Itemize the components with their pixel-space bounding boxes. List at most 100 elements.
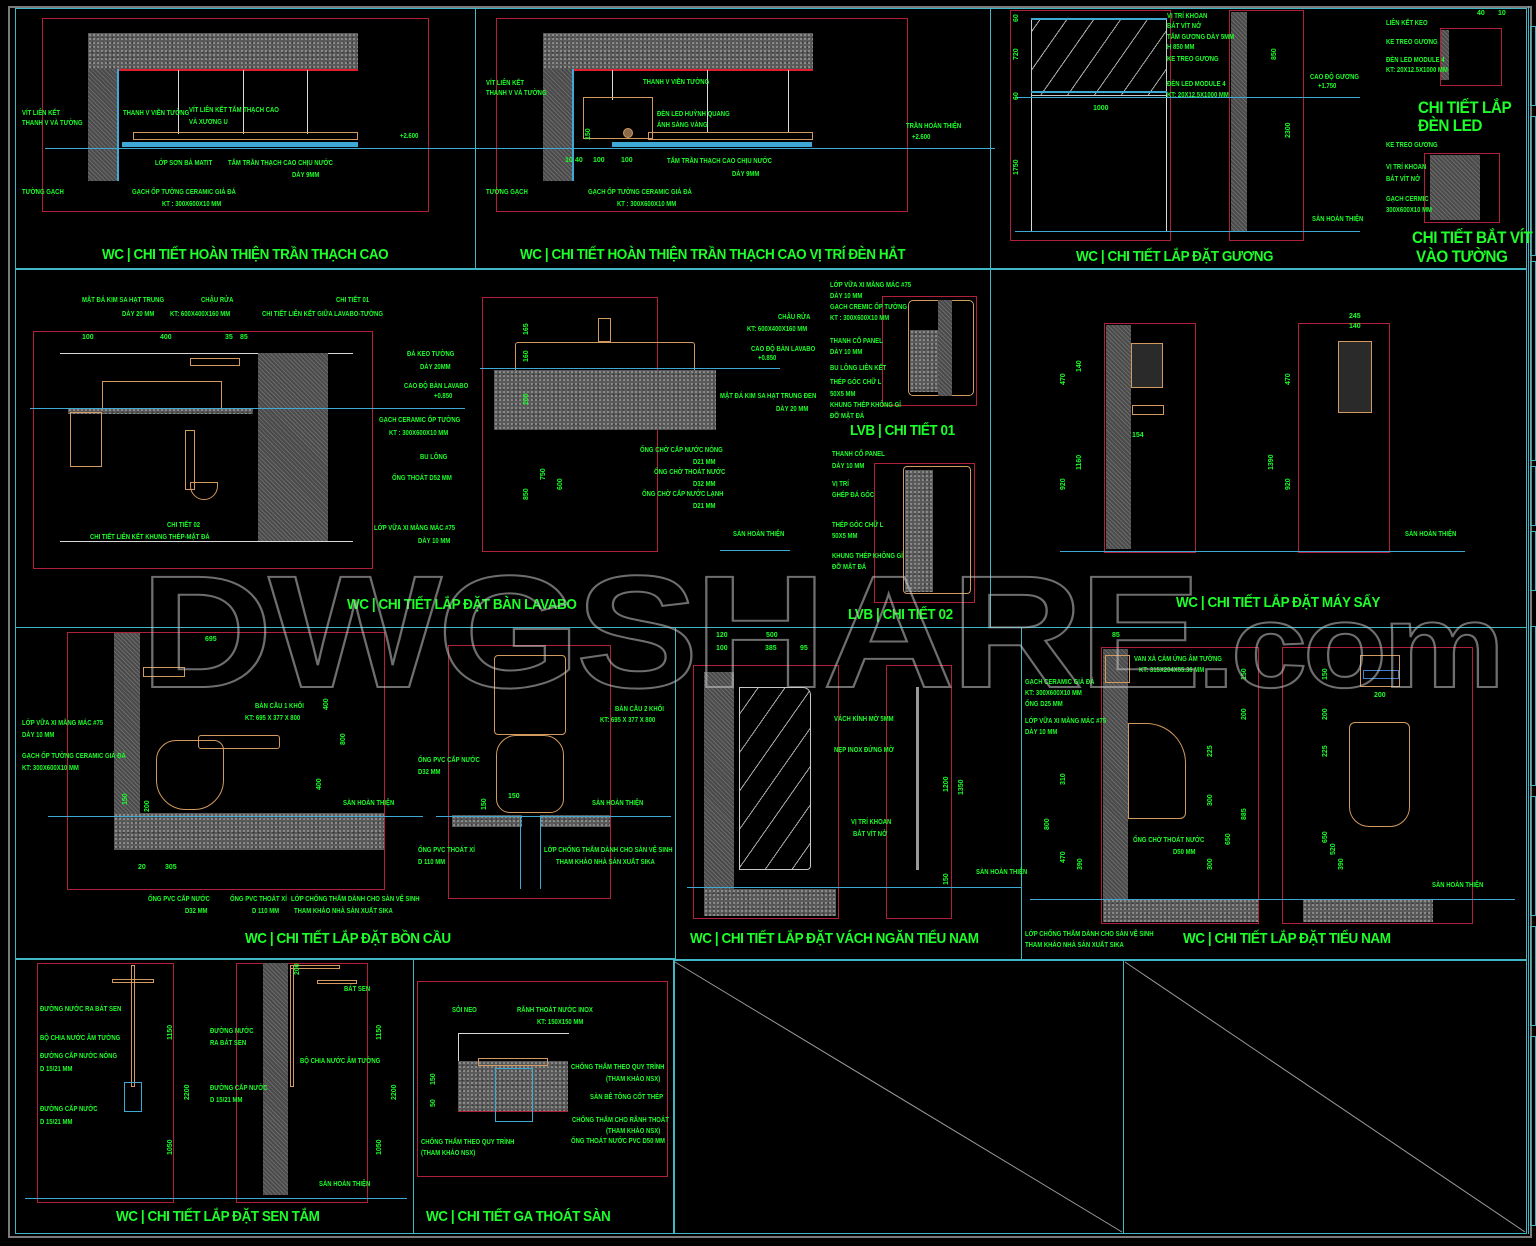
label-screw-2: THANH V VÀ TƯỜNG bbox=[22, 120, 83, 127]
label: CHỐNG THẤM CHO RÃNH THOÁT bbox=[572, 1117, 669, 1124]
brick-wall bbox=[543, 69, 573, 181]
label-detail-02-desc: CHI TIẾT LIÊN KẾT KHUNG THÉP-MẶT ĐÁ bbox=[90, 534, 210, 541]
label: THÉP GÓC CHỮ L bbox=[830, 379, 882, 386]
label-waste-pipe: ỐNG PVC THOÁT XÍ bbox=[418, 847, 475, 854]
wall-section bbox=[1430, 155, 1480, 220]
label: DÀY 10 MM bbox=[1025, 729, 1058, 736]
wall-section bbox=[1103, 649, 1128, 899]
dryer-side bbox=[1131, 343, 1163, 388]
label-mirror-level: CAO ĐỘ GƯƠNG bbox=[1310, 74, 1360, 81]
label: DÀY 10 MM bbox=[830, 349, 863, 356]
hanger-rod bbox=[307, 70, 308, 134]
floor-line bbox=[436, 816, 671, 817]
label-v-bar: THANH V VIỀN TƯỜNG bbox=[123, 110, 190, 117]
label-drain-pipe: ỐNG CHỜ THOÁT NƯỚC bbox=[654, 469, 726, 476]
panel-title-shower: WC | CHI TIẾT LẮP ĐẶT SEN TẮM bbox=[116, 1208, 320, 1225]
label-finished-floor: SÀN HOÀN THIỆN bbox=[1405, 531, 1457, 538]
light-cove bbox=[583, 97, 653, 139]
label-hot-water-pipe-size: D21 MM bbox=[693, 459, 716, 466]
label-detail-02: CHI TIẾT 02 bbox=[167, 522, 201, 529]
brick-wall bbox=[88, 69, 118, 181]
mirror-level-line bbox=[1015, 97, 1360, 98]
label-drill-position: VỊ TRÍ KHOAN bbox=[1167, 13, 1208, 20]
drain-pipe bbox=[540, 817, 541, 889]
label: KHUNG THÉP KHÔNG GỈ bbox=[830, 402, 901, 409]
viewport-box bbox=[236, 963, 368, 1203]
outline bbox=[458, 1033, 459, 1079]
mirror-glass bbox=[1031, 18, 1167, 96]
faucet-front bbox=[598, 318, 611, 342]
label: GẠCH CERAMIC GIẢ ĐÁ bbox=[1025, 679, 1095, 686]
label-adhesive: LIÊN KẾT KEO bbox=[1386, 20, 1428, 27]
label-gypsum-board: TẤM TRẦN THẠCH CAO CHỊU NƯỚC bbox=[667, 158, 772, 165]
tile-line bbox=[572, 69, 574, 181]
label-counter-level: CAO ĐỘ BÀN LAVABO bbox=[404, 383, 469, 390]
panel-frame-urinal bbox=[1021, 627, 1527, 960]
wall-section bbox=[1231, 12, 1247, 232]
label-supply-pipe: ỐNG PVC CẤP NƯỚC bbox=[418, 757, 480, 764]
label-led-size: KT: 20X12.5X1000 MM bbox=[1167, 92, 1229, 99]
dim: 100 bbox=[621, 157, 633, 164]
label: CHỐNG THẤM THEO QUY TRÌNH bbox=[571, 1064, 665, 1071]
floor-line bbox=[25, 1198, 407, 1199]
label-waterproof-ref: THAM KHẢO NHÀ SẢN XUẤT SIKA bbox=[556, 859, 655, 866]
label-finished-floor: SÀN HOÀN THIỆN bbox=[343, 800, 395, 807]
dim: 100 bbox=[716, 645, 728, 652]
label: KT: 315X204X55.36 MM bbox=[1139, 667, 1205, 674]
label-ceramic-tile: GẠCH CERMIC bbox=[1386, 196, 1429, 203]
dim: 95 bbox=[800, 645, 808, 652]
label: D 15/21 MM bbox=[40, 1066, 73, 1073]
label-finished-floor: SÀN HOÀN THIỆN bbox=[1312, 216, 1364, 223]
panel-title-ceiling-light: WC | CHI TIẾT HOÀN THIỆN TRẦN THẠCH CAO … bbox=[520, 246, 906, 263]
label-finished-floor: SÀN HOÀN THIỆN bbox=[319, 1181, 371, 1188]
dim: 1000 bbox=[1093, 105, 1109, 112]
led-module-bottom bbox=[1031, 91, 1167, 93]
concrete-slab bbox=[543, 33, 813, 71]
viewport-box bbox=[448, 645, 611, 899]
dim: 150 bbox=[508, 793, 520, 800]
flush-valve-front bbox=[1360, 655, 1400, 687]
label: D50 MM bbox=[1173, 849, 1196, 856]
panel-title-mirror: WC | CHI TIẾT LẮP ĐẶT GƯƠNG bbox=[1076, 248, 1274, 265]
label-wall-tile-size: KT : 300X600X10 MM bbox=[162, 201, 222, 208]
label-finished-ceiling: TRẦN HOÀN THIỆN bbox=[906, 123, 962, 130]
floor-slab bbox=[540, 815, 610, 827]
counter-level-line bbox=[30, 408, 465, 409]
label-supply-pipe: ỐNG PVC CẤP NƯỚC bbox=[148, 896, 210, 903]
dim: 140 bbox=[1349, 323, 1361, 330]
label: KHUNG THÉP KHÔNG GỈ bbox=[832, 553, 903, 560]
u-channel bbox=[133, 132, 358, 140]
label: ỐNG D25 MM bbox=[1025, 701, 1063, 708]
floor-line bbox=[1015, 231, 1360, 232]
dim: 100 bbox=[593, 157, 605, 164]
panel-title-urinal-partition: WC | CHI TIẾT LẮP ĐẶT VÁCH NGĂN TIỂU NAM bbox=[690, 930, 979, 947]
label: THANH CỔ PANEL bbox=[830, 338, 883, 345]
label-basin: CHẬU RỬA bbox=[778, 314, 811, 321]
subtitle-screw-detail: CHI TIẾT BẮT VÍT bbox=[1412, 228, 1533, 247]
subtitle-led-detail-2: ĐÈN LED bbox=[1418, 116, 1483, 135]
urinal-front bbox=[1349, 722, 1410, 827]
label-led-module: ĐÈN LED MODULE 4 bbox=[1386, 57, 1445, 64]
label: KT : 300X600X10 MM bbox=[830, 315, 890, 322]
faucet bbox=[190, 358, 240, 366]
label-paint-layer: LỚP SƠN BẢ MATIT bbox=[155, 160, 213, 167]
label-wall-tile-size: KT : 300X600X10 MM bbox=[389, 430, 449, 437]
dim: 200 bbox=[1374, 692, 1386, 699]
dim: 154 bbox=[1132, 432, 1144, 439]
label: BÁT SEN bbox=[344, 986, 371, 993]
label-mortar-layer: LỚP VỮA XI MĂNG MÁC #75 bbox=[22, 720, 104, 727]
viewport-box bbox=[693, 665, 839, 919]
outline bbox=[60, 353, 353, 354]
ceiling-level-line bbox=[475, 148, 995, 149]
label-led-color: ÁNH SÁNG VÀNG bbox=[657, 122, 708, 129]
label: KT: 300X600X10 MM bbox=[1025, 690, 1082, 697]
label-counter-level-value: +0.850 bbox=[758, 355, 777, 362]
flush-valve-side bbox=[1105, 655, 1130, 683]
label: ĐƯỜNG NƯỚC RA BÁT SEN bbox=[40, 1006, 122, 1013]
dim: 120 bbox=[716, 632, 728, 639]
label: VỊ TRÍ bbox=[832, 481, 849, 488]
dim: 35 bbox=[225, 334, 233, 341]
hanger-rod bbox=[707, 70, 708, 132]
label-wall-tile: GẠCH ỐP TƯỜNG CERAMIC GIẢ ĐÁ bbox=[132, 189, 236, 196]
label-supply-pipe-size: D32 MM bbox=[185, 908, 208, 915]
